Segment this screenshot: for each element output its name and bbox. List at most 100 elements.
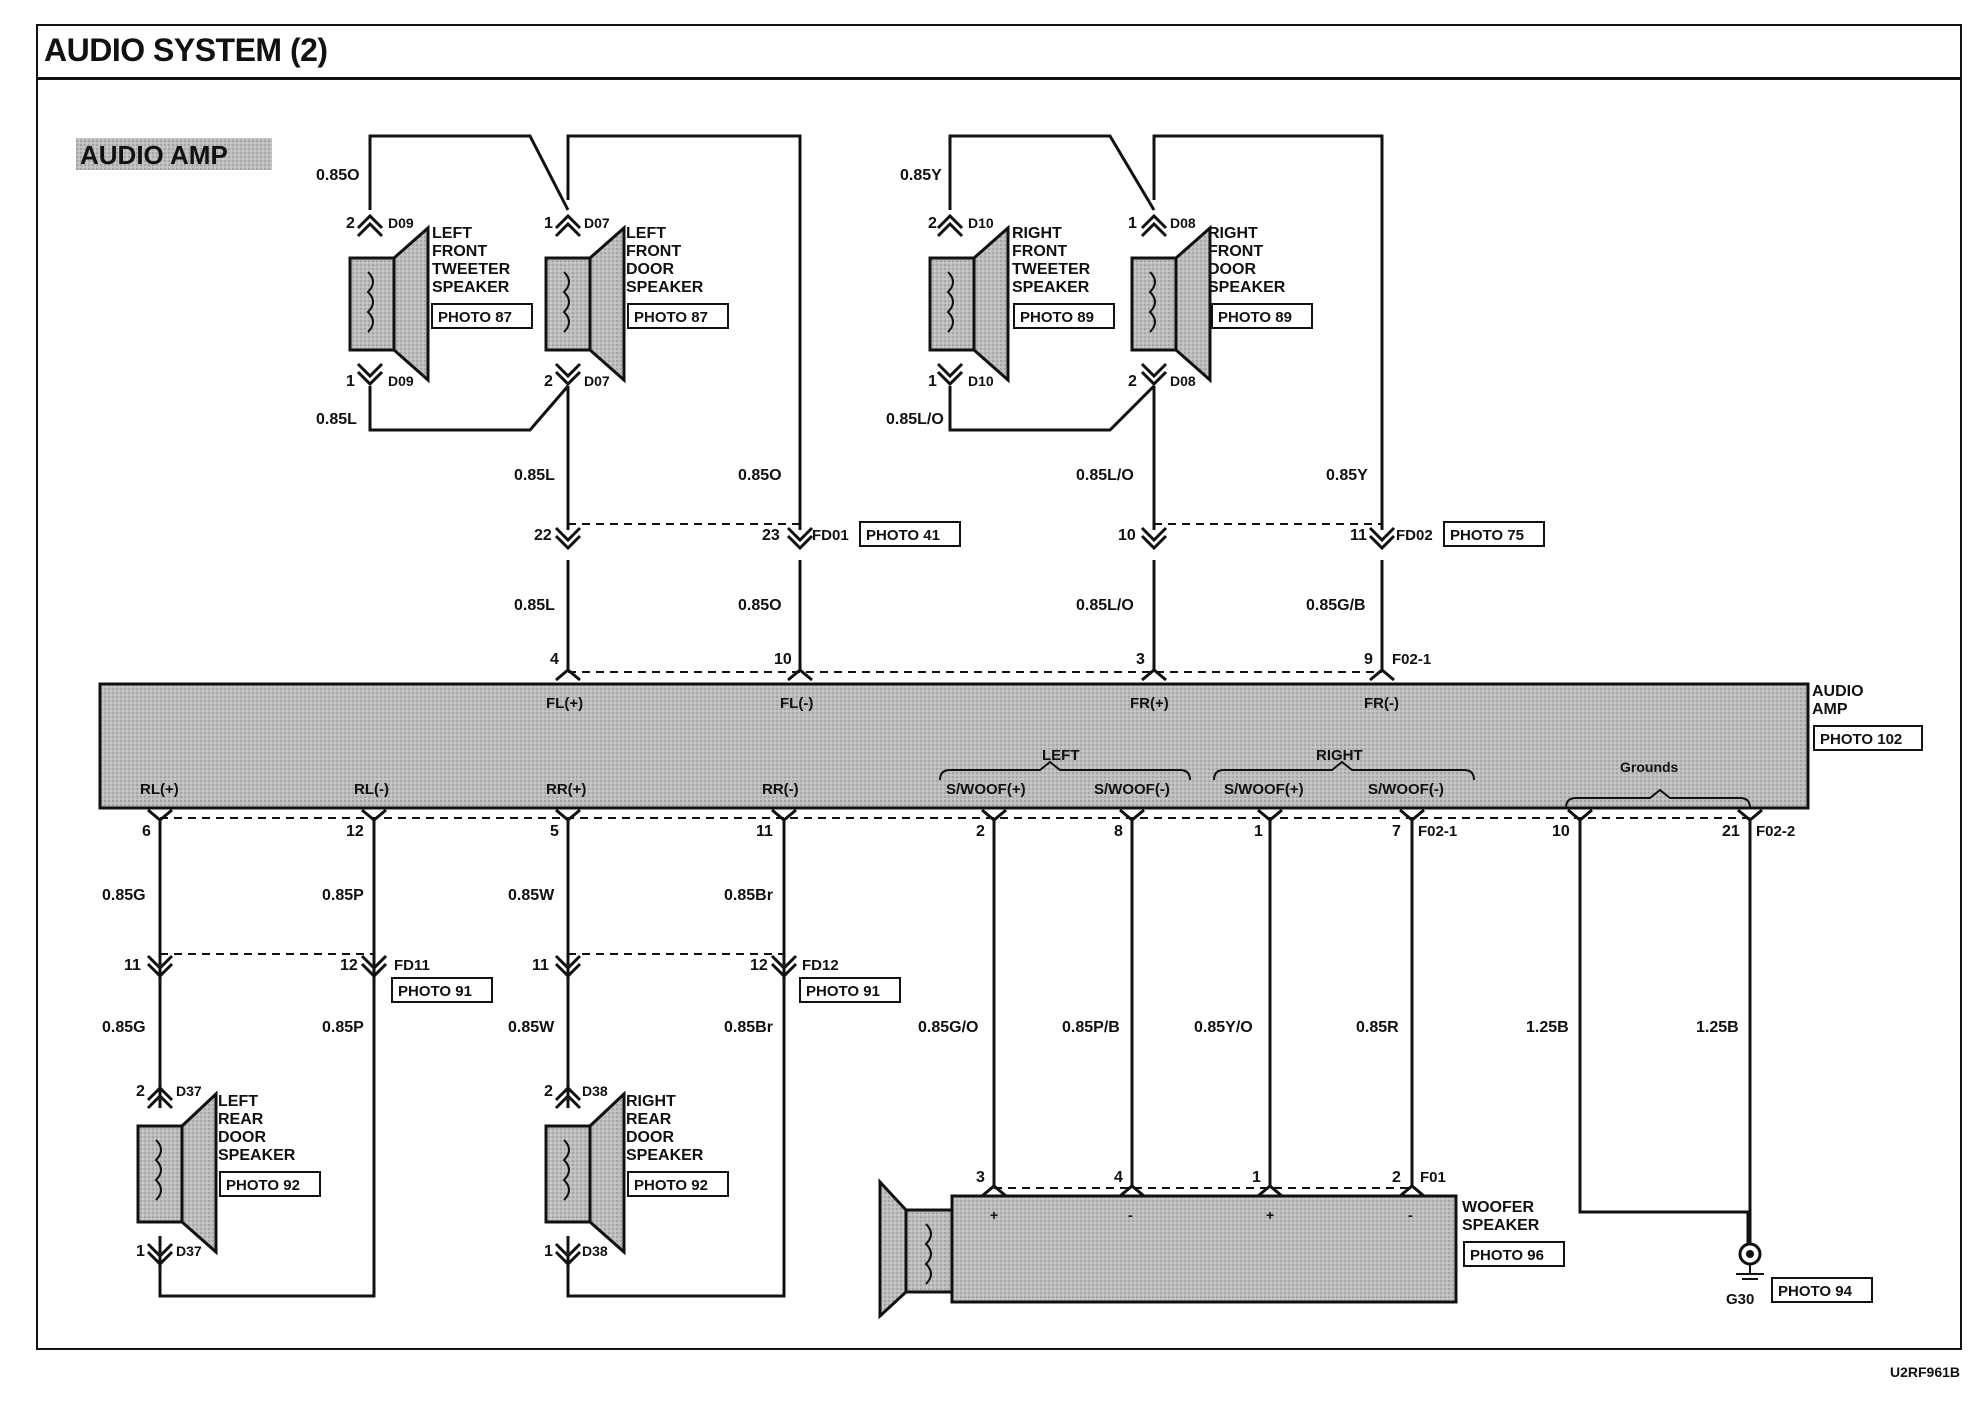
svg-text:0.85P: 0.85P bbox=[322, 887, 364, 904]
svg-text:+: + bbox=[990, 1207, 998, 1223]
svg-text:1: 1 bbox=[1252, 1169, 1261, 1186]
svg-text:0.85O: 0.85O bbox=[738, 467, 782, 484]
svg-text:2: 2 bbox=[136, 1083, 145, 1100]
svg-text:FD11: FD11 bbox=[394, 957, 430, 974]
svg-text:12: 12 bbox=[346, 823, 364, 840]
svg-text:DOOR: DOOR bbox=[1208, 261, 1256, 278]
svg-text:4: 4 bbox=[550, 651, 559, 668]
svg-text:SPEAKER: SPEAKER bbox=[626, 279, 704, 296]
rear-chevrons bbox=[146, 808, 1763, 1267]
svg-text:3: 3 bbox=[1136, 651, 1145, 668]
svg-text:S/WOOF(-): S/WOOF(-) bbox=[1368, 781, 1444, 798]
svg-text:D07: D07 bbox=[584, 215, 610, 231]
svg-text:0.85L/O: 0.85L/O bbox=[886, 411, 944, 428]
svg-text:REAR: REAR bbox=[218, 1111, 264, 1128]
ground-symbol bbox=[1736, 1242, 1764, 1280]
svg-text:2: 2 bbox=[1392, 1169, 1401, 1186]
svg-text:RL(-): RL(-) bbox=[354, 781, 389, 798]
svg-text:0.85L/O: 0.85L/O bbox=[1076, 467, 1134, 484]
svg-text:0.85Br: 0.85Br bbox=[724, 887, 773, 904]
rr-door-speaker bbox=[544, 1090, 626, 1256]
svg-text:4: 4 bbox=[1114, 1169, 1123, 1186]
svg-text:AUDIO: AUDIO bbox=[1812, 683, 1864, 700]
svg-text:FD12: FD12 bbox=[802, 957, 839, 974]
svg-text:PHOTO 91: PHOTO 91 bbox=[806, 983, 880, 1000]
svg-text:AMP: AMP bbox=[1812, 701, 1848, 718]
front-wires bbox=[368, 134, 1384, 672]
pin-label: 1 bbox=[346, 373, 355, 390]
svg-text:0.85L: 0.85L bbox=[514, 597, 555, 614]
svg-text:RIGHT: RIGHT bbox=[1012, 225, 1062, 242]
svg-text:1.25B: 1.25B bbox=[1526, 1019, 1569, 1036]
svg-text:11: 11 bbox=[532, 957, 549, 974]
svg-text:0.85W: 0.85W bbox=[508, 1019, 555, 1036]
svg-text:0.85W: 0.85W bbox=[508, 887, 555, 904]
svg-text:0.85L: 0.85L bbox=[514, 467, 555, 484]
svg-text:1: 1 bbox=[1254, 823, 1263, 840]
svg-text:1.25B: 1.25B bbox=[1696, 1019, 1739, 1036]
svg-text:RIGHT: RIGHT bbox=[626, 1093, 676, 1110]
svg-text:PHOTO 94: PHOTO 94 bbox=[1778, 1283, 1853, 1300]
svg-text:D08: D08 bbox=[1170, 215, 1196, 231]
title-bar: AUDIO SYSTEM (2) bbox=[36, 24, 1962, 80]
svg-text:D10: D10 bbox=[968, 373, 994, 389]
svg-text:D37: D37 bbox=[176, 1083, 202, 1099]
svg-text:22: 22 bbox=[534, 527, 552, 544]
svg-text:G30: G30 bbox=[1726, 1291, 1754, 1308]
svg-text:8: 8 bbox=[1114, 823, 1123, 840]
svg-text:RIGHT: RIGHT bbox=[1208, 225, 1258, 242]
svg-text:D38: D38 bbox=[582, 1243, 608, 1259]
svg-text:TWEETER: TWEETER bbox=[1012, 261, 1091, 278]
svg-text:1: 1 bbox=[136, 1243, 145, 1260]
svg-text:F02-1: F02-1 bbox=[1418, 823, 1457, 840]
svg-text:RR(-): RR(-) bbox=[762, 781, 799, 798]
svg-text:11: 11 bbox=[1350, 527, 1367, 544]
svg-text:PHOTO 75: PHOTO 75 bbox=[1450, 527, 1524, 544]
svg-text:0.85R: 0.85R bbox=[1356, 1019, 1399, 1036]
svg-text:0.85Y/O: 0.85Y/O bbox=[1194, 1019, 1253, 1036]
front-chevrons bbox=[356, 213, 1396, 682]
svg-text:PHOTO 89: PHOTO 89 bbox=[1218, 309, 1292, 326]
svg-text:10: 10 bbox=[774, 651, 792, 668]
svg-text:2: 2 bbox=[1128, 373, 1137, 390]
diagram-title: AUDIO SYSTEM (2) bbox=[44, 32, 328, 68]
svg-text:9: 9 bbox=[1364, 651, 1373, 668]
svg-text:REAR: REAR bbox=[626, 1111, 672, 1128]
svg-text:FD02: FD02 bbox=[1396, 527, 1433, 544]
svg-text:3: 3 bbox=[976, 1169, 985, 1186]
svg-text:PHOTO 102: PHOTO 102 bbox=[1820, 731, 1902, 748]
lf-tweeter-speaker bbox=[348, 224, 430, 384]
labels: 0.85O 0.85L 2 1 D09 D09 LEFT FRONT TWEET… bbox=[102, 167, 1923, 1308]
svg-text:S/WOOF(+): S/WOOF(+) bbox=[1224, 781, 1304, 798]
svg-text:-: - bbox=[1408, 1207, 1413, 1223]
wire-label: 0.85L bbox=[316, 411, 357, 428]
speaker-name: TWEETER bbox=[432, 261, 511, 278]
svg-text:2: 2 bbox=[976, 823, 985, 840]
svg-text:PHOTO 91: PHOTO 91 bbox=[398, 983, 472, 1000]
svg-text:2: 2 bbox=[928, 215, 937, 232]
svg-text:6: 6 bbox=[142, 823, 151, 840]
connector-label: D09 bbox=[388, 373, 414, 389]
svg-text:D10: D10 bbox=[968, 215, 994, 231]
svg-text:0.85Br: 0.85Br bbox=[724, 1019, 773, 1036]
svg-text:S/WOOF(-): S/WOOF(-) bbox=[1094, 781, 1170, 798]
svg-text:DOOR: DOOR bbox=[218, 1129, 266, 1146]
svg-text:21: 21 bbox=[1722, 823, 1740, 840]
lf-door-speaker bbox=[544, 224, 626, 384]
diagram-code: U2RF961B bbox=[1889, 1364, 1960, 1380]
svg-text:1: 1 bbox=[1128, 215, 1137, 232]
connector-dash-lines bbox=[160, 523, 1750, 1189]
svg-text:DOOR: DOOR bbox=[626, 261, 674, 278]
svg-text:LEFT: LEFT bbox=[626, 225, 666, 242]
svg-text:1: 1 bbox=[928, 373, 937, 390]
svg-text:FRONT: FRONT bbox=[1012, 243, 1067, 260]
pin-label: 2 bbox=[346, 215, 355, 232]
svg-text:+: + bbox=[1266, 1207, 1274, 1223]
svg-text:PHOTO 96: PHOTO 96 bbox=[1470, 1247, 1544, 1264]
svg-text:2: 2 bbox=[544, 1083, 553, 1100]
svg-text:D37: D37 bbox=[176, 1243, 202, 1259]
svg-text:FRONT: FRONT bbox=[626, 243, 681, 260]
svg-text:SPEAKER: SPEAKER bbox=[1012, 279, 1090, 296]
svg-text:FR(-): FR(-) bbox=[1364, 695, 1399, 712]
svg-text:23: 23 bbox=[762, 527, 780, 544]
